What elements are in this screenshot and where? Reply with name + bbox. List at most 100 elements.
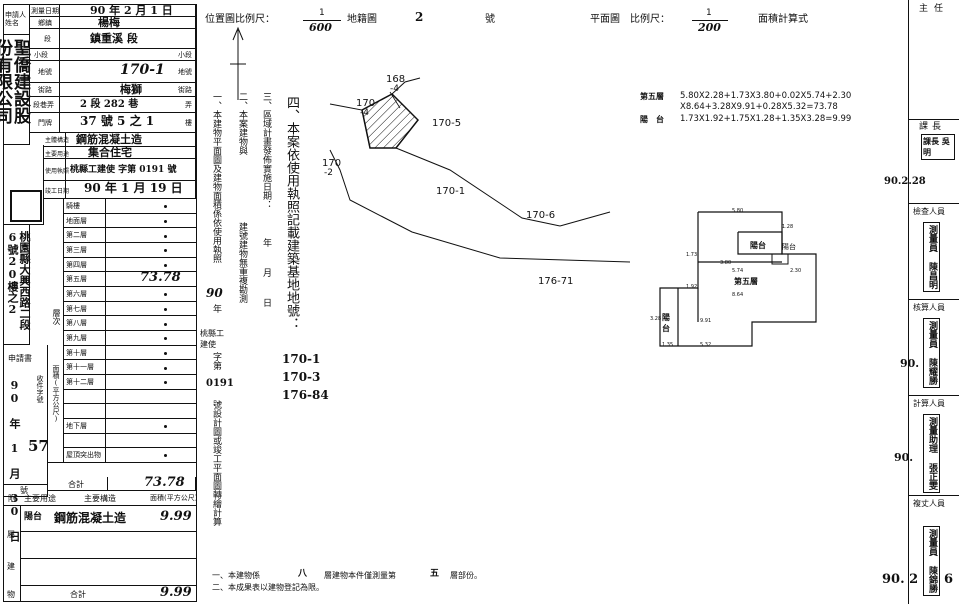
signoff-chief: 課長 課長 吳 明 (909, 120, 959, 204)
note-2: 二、本案建物與 (237, 92, 247, 155)
section-cell: 鎮重溪 段 (60, 29, 196, 49)
floor-dot (164, 293, 167, 297)
door-label: 門牌 (38, 119, 52, 127)
structure-cell: 鋼筋混凝土造 (66, 133, 196, 147)
address-stamp: 桃園縣大興西路二段6號20樓之2 (6, 231, 31, 330)
room-balcony-3: 陽台 (782, 243, 796, 251)
signoff-checker-label: 檢查人員 (913, 207, 945, 216)
signoff-verifier-stamp: 測量員 陳耀勝 (923, 318, 940, 388)
township-label-cell: 鄉鎮 (30, 17, 60, 29)
location-scale-num: 1 (319, 8, 325, 18)
fifth-formula: 5.80X2.28+1.73X3.80+0.02X5.74+2.30 (680, 91, 852, 101)
floor-label (64, 404, 106, 418)
permit-cell: 桃縣工建使 字第 0191 號 (66, 159, 196, 181)
parcel-170a: 170 (356, 98, 376, 109)
calc-label: 面積計算式 (758, 14, 808, 25)
signoff-checker: 檢查人員 測量員 陳昌明 (909, 204, 959, 300)
floor-dot (164, 381, 167, 385)
plan-label: 平面圖 比例尺： (590, 14, 670, 25)
signoff-column: 主任 課長 課長 吳 明 檢查人員 測量員 陳昌明 核算人員 測量員 陳耀勝 計… (908, 0, 959, 604)
app-no-label: 號 (20, 486, 28, 495)
north-arrow-head (232, 26, 244, 41)
door-suffix: 樓 (185, 119, 192, 127)
attach-side: 屬 建 物 (4, 505, 21, 601)
parcel-boundary-2 (395, 147, 561, 227)
floor-dot (164, 425, 167, 429)
footer-notes: 一、本建物係 八 層建物本件僅測量第 五 層部份。 二、本成果表以建物登記為限。 (212, 568, 612, 596)
attach-use: 陽台 (24, 512, 43, 522)
signoff-chief-date: 90.2.28 (884, 176, 926, 187)
note-3b: 年 月 日 (261, 238, 271, 313)
floor-dot (164, 337, 167, 341)
bal-label: 陽 台 (640, 115, 664, 124)
foot-1c: 層部份。 (450, 571, 482, 580)
location-header: 位置圖比例尺： 1 600 地籍圖 2 號 (205, 8, 565, 36)
floor-row: 地面層 (64, 213, 196, 229)
note-1-calc: 號設計圖或竣工平面圖轉繪計算 (211, 400, 221, 526)
subsection-suffix: 小段 (178, 51, 192, 59)
parcel-170-6: 170-6 (526, 210, 556, 221)
plan-labels: 第五層 陽台 陽台 陽台 5.80 1.28 3.80 5.74 2.30 8.… (640, 196, 840, 356)
signoff-verifier-label: 核算人員 (913, 303, 945, 312)
subsection-label: 小段 (34, 51, 48, 59)
applicant-name-cell: 聖僑建設股份有限公司 (0, 35, 30, 145)
stamp-cell (4, 145, 44, 225)
attach-header: 附 主要用途 主要構造 面積(平方公尺) (4, 491, 197, 506)
area-col-cell: 面積(平方公尺) (48, 345, 64, 445)
signoff-surveyor-num: 6 (944, 572, 954, 587)
floor-dot (164, 307, 167, 311)
floor-row: 第十層 (64, 345, 196, 361)
road-label: 街路 (38, 86, 52, 94)
plan-scale-num: 1 (706, 8, 712, 18)
dim-4: 2.30 (790, 268, 802, 274)
parcel-labels: 168 -4 170 -4 170-5 170 -2 170-1 170-6 1… (200, 0, 640, 600)
dim-5: 8.64 (732, 292, 744, 298)
sheet-number: 2 (415, 10, 424, 24)
location-scale-den: 600 (309, 21, 332, 34)
floor-dot (164, 249, 167, 253)
floor-label: 騎樓 (64, 199, 106, 213)
left-table: 申請人姓名 聖僑建設股份有限公司 桃園縣大興西路二段6號20樓之2 申請書 90… (0, 4, 197, 602)
attach-h1: 主要用途 (24, 494, 56, 503)
lot-cell: 170-1 地號 (60, 61, 196, 83)
attach-total-label: 合計 (70, 590, 86, 599)
area-formulas: 第五層 5.80X2.28+1.73X3.80+0.02X5.74+2.30 X… (640, 90, 880, 130)
parcel-170b: 170 (322, 158, 342, 169)
floor-label: 地面層 (64, 213, 106, 228)
township-cell: 楊梅 (60, 17, 196, 29)
notes-column: 一、本建物平面圖及建物面積係依使用執照 90 年 桃縣工建使 字第 0191 號… (200, 0, 329, 560)
note-1-year: 90 (206, 286, 223, 300)
use-label-cell: 主要用途 (44, 147, 69, 159)
app-no-cell: 號 (4, 485, 48, 497)
fifth-label: 第五層 (640, 92, 664, 101)
foot-1b: 層建物本件僅測量第 (324, 571, 396, 580)
floor-label: 第七層 (64, 301, 106, 316)
dim-11: 1.92 (686, 284, 698, 290)
survey-date-label: 測量日期 (31, 7, 59, 15)
sheet-label: 地籍圖 (347, 14, 377, 25)
note-1: 一、本建物平面圖及建物面積係依使用執照 (211, 92, 221, 263)
floor-row: 騎樓 (64, 199, 196, 214)
note-3: 三、區域計畫發佈實施日期： (261, 92, 271, 209)
room-balcony-2: 陽台 (662, 313, 670, 333)
dim-0: 5.80 (732, 208, 744, 214)
lane: 2 段 282 巷 (80, 99, 139, 110)
survey-date-cell: 90 年 2 月 1 日 (60, 5, 196, 17)
township: 楊梅 (98, 16, 120, 29)
lot-0: 170-1 (282, 352, 321, 366)
subsection-cell: 小段 (60, 49, 196, 61)
floors-header: 層次 (52, 309, 61, 325)
signoff-verifier-date: 90. (900, 357, 920, 370)
signoff-calculator-date: 90. (894, 451, 914, 464)
township-label: 鄉鎮 (38, 19, 52, 27)
attach-h0: 附 (8, 494, 16, 503)
fifth-area: 73.78 (140, 270, 181, 286)
floor-row: 第十一層 (64, 360, 196, 375)
floor-label (64, 389, 106, 404)
room-balcony-1: 陽台 (750, 241, 766, 250)
floor-row: 第十二層 (64, 374, 196, 390)
attach-row (20, 559, 196, 586)
lot-suffix: 地號 (178, 68, 192, 76)
foot-1-floor: 五 (430, 569, 440, 579)
